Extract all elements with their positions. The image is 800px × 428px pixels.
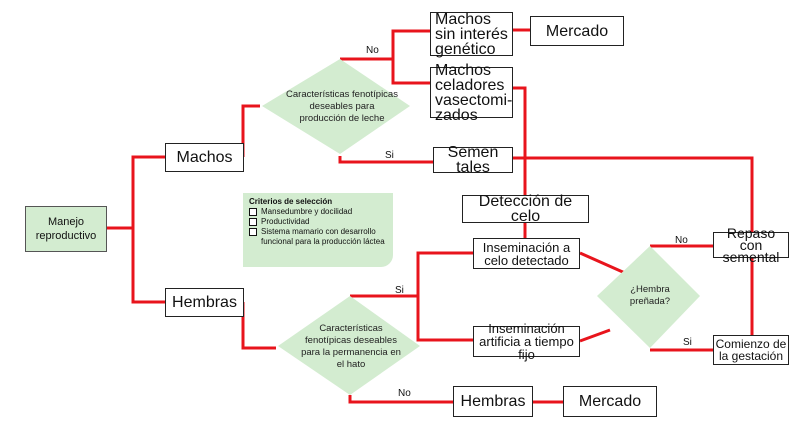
node-machos-sin-interes-label: Machos sin interés genético <box>435 10 508 58</box>
edge-label-no-machos: No <box>366 45 379 56</box>
criteria-item: Mansedumbre y docilidad <box>249 207 387 217</box>
connector-no-machos <box>340 29 430 85</box>
node-ia-fijo: Inseminación artificia a tiempo fijo <box>473 322 580 361</box>
node-hembras-label: Hembras <box>172 294 237 311</box>
connector-hembras-decision <box>241 302 276 350</box>
edge-label-no-hembras: No <box>398 388 411 399</box>
node-deteccion-celo-label: Detección de celo <box>478 193 573 225</box>
node-mercado-bottom: Mercado <box>563 386 657 417</box>
node-repaso-semental-label: Repaso con semental <box>722 225 780 265</box>
node-machos-sin-interes: Machos sin interés genético <box>430 10 513 58</box>
node-comienzo-gestacion-label: Comienzo de la gestación <box>715 337 787 363</box>
criteria-panel: Criterios de selección Mansedumbre y doc… <box>243 193 393 267</box>
node-hembras-bottom-label: Hembras <box>460 393 526 410</box>
node-deteccion-celo: Detección de celo <box>462 193 589 225</box>
connector-si-hembras <box>350 251 473 342</box>
connector-machos-decision <box>241 104 260 157</box>
checkbox-icon <box>249 218 257 226</box>
decision-prenada-diamond <box>597 246 700 348</box>
checkbox-icon <box>249 228 257 236</box>
node-machos-celadores: Machos celadores vasectomi-zados <box>430 62 513 123</box>
node-ia-fijo-label: Inseminación artificia a tiempo fijo <box>479 321 574 362</box>
node-machos: Machos <box>165 143 244 172</box>
decision-hembras-label: Características fenotípicas deseables pa… <box>301 323 401 370</box>
criteria-item: Productividad <box>249 217 387 227</box>
node-comienzo-gestacion: Comienzo de la gestación <box>713 335 789 365</box>
decision-machos-label: Características fenotípicas deseables pa… <box>286 89 398 124</box>
checkbox-icon <box>249 208 257 216</box>
node-manejo-label: Manejo reproductivo <box>35 216 97 242</box>
edge-label-si-machos: Si <box>385 150 394 161</box>
criteria-title: Criterios de selección <box>249 197 333 206</box>
edge-label-no-prenada: No <box>675 235 688 246</box>
node-semen-tales-label: Semen tales <box>447 144 499 176</box>
decision-machos-diamond <box>262 59 410 154</box>
node-mercado-top-label: Mercado <box>545 22 609 40</box>
connector-ia-prenada <box>579 251 626 343</box>
node-ia-celo-label: Inseminación a celo detectado <box>482 239 571 268</box>
decision-prenada-label: ¿Hembra preñada? <box>629 284 671 307</box>
node-hembras: Hembras <box>165 288 244 317</box>
node-mercado-bottom-label: Mercado <box>578 393 642 410</box>
connector-no-hembras <box>348 395 453 404</box>
connector-semen-repaso <box>513 156 754 335</box>
node-mercado-top: Mercado <box>530 16 624 46</box>
node-semen-tales: Semen tales <box>433 144 513 176</box>
connector-si-machos <box>338 156 433 164</box>
node-ia-celo: Inseminación a celo detectado <box>473 238 580 269</box>
connector-celadores-deteccion <box>513 86 527 195</box>
node-machos-label: Machos <box>176 149 233 166</box>
criteria-item-label: Productividad <box>261 217 310 226</box>
criteria-item-label: Sistema mamario con desarrollo funcional… <box>261 227 385 246</box>
criteria-item: Sistema mamario con desarrollo funcional… <box>249 227 387 247</box>
decision-hembras-diamond <box>278 296 420 395</box>
connector-manejo-branch <box>105 155 165 304</box>
criteria-item-label: Mansedumbre y docilidad <box>261 207 353 216</box>
edge-label-si-hembras: Si <box>395 285 404 296</box>
node-manejo-reproductivo: Manejo reproductivo <box>25 206 107 252</box>
node-hembras-bottom: Hembras <box>453 386 533 417</box>
edge-label-si-prenada: Si <box>683 337 692 348</box>
node-machos-celadores-label: Machos celadores vasectomi-zados <box>435 61 513 124</box>
node-repaso-semental: Repaso con semental <box>713 226 789 264</box>
